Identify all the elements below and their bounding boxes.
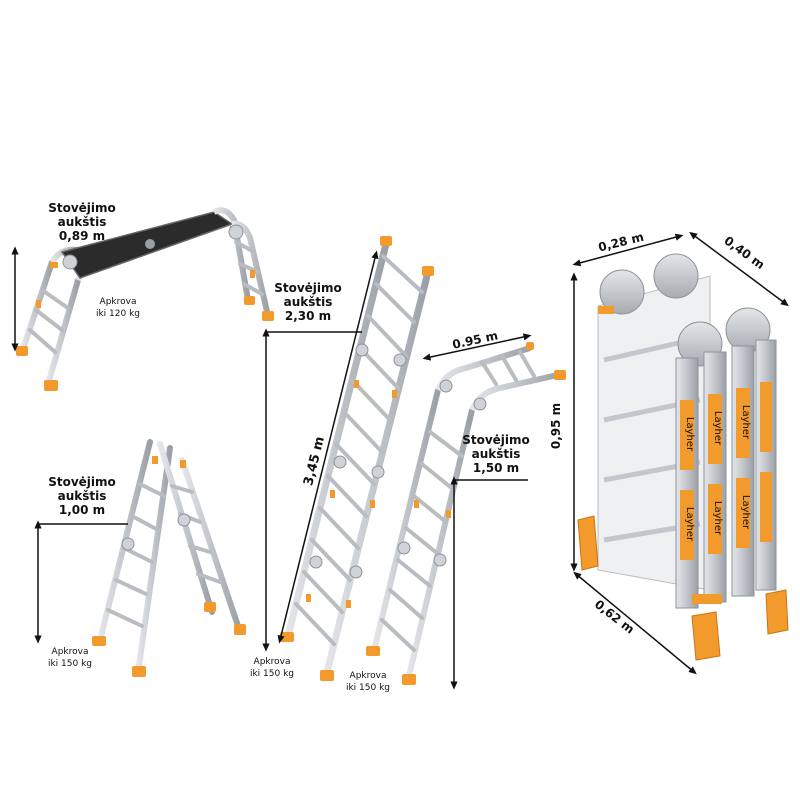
- wall-load-line2: iki 150 kg: [346, 683, 390, 693]
- straight-title-line1: Stovėjimo: [274, 281, 342, 295]
- folded-bottom-dimension: [573, 571, 697, 675]
- folded-depth-label: 0,28 m: [597, 230, 645, 255]
- folded-width-label: 0,40 m: [722, 233, 768, 272]
- straight-height-label: 2,30 m: [285, 309, 331, 323]
- platform-load-line1: Apkrova: [100, 297, 137, 307]
- platform-title-line1: Stovėjimo: [48, 201, 116, 215]
- wall-width-dimension: [422, 333, 532, 361]
- platform-title-line2: aukštis: [58, 215, 107, 229]
- aframe-load-line1: Apkrova: [52, 647, 89, 657]
- straight-load-line2: iki 150 kg: [250, 669, 294, 679]
- wall-width-label: 0.95 m: [451, 328, 499, 351]
- wall-load-line1: Apkrova: [350, 671, 387, 681]
- straight-title-line2: aukštis: [284, 295, 333, 309]
- wall-ladder: [366, 342, 566, 685]
- aframe-title-line1: Stovėjimo: [48, 475, 116, 489]
- aframe-height-label: 1,00 m: [59, 503, 105, 517]
- folded-width-dimension: [689, 231, 789, 307]
- straight-length-dimension: [277, 250, 379, 644]
- folded-height-label: 0,95 m: [549, 403, 563, 449]
- brand-label-3: Layher: [740, 405, 751, 440]
- wall-title-line1: Stovėjimo: [462, 433, 530, 447]
- brand-label-4: Layher: [684, 507, 695, 542]
- brand-label-6: Layher: [740, 495, 751, 530]
- platform-ladder: [16, 207, 274, 391]
- wall-height-label: 1,50 m: [473, 461, 519, 475]
- platform-load-line2: iki 120 kg: [96, 309, 140, 319]
- brand-label-5: Layher: [712, 501, 723, 536]
- aframe-title-line2: aukštis: [58, 489, 107, 503]
- folded-ladder: Layher Layher Layher Layher Layher Layhe…: [577, 253, 789, 661]
- aframe-load-line2: iki 150 kg: [48, 659, 92, 669]
- folded-bottom-label: 0,62 m: [592, 597, 637, 637]
- folded-depth-dimension: [572, 233, 684, 267]
- brand-label-1: Layher: [684, 417, 695, 452]
- straight-load-line1: Apkrova: [254, 657, 291, 667]
- platform-height-label: 0,89 m: [59, 229, 105, 243]
- aframe-ladder: [92, 439, 246, 677]
- wall-title-line2: aukštis: [472, 447, 521, 461]
- brand-label-2: Layher: [712, 411, 723, 446]
